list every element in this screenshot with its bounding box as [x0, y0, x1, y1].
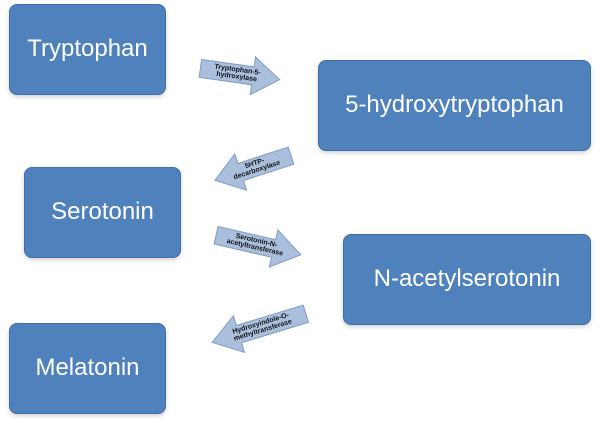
arrow-serotonin-n-acetyltransferase: Serotonin-N- acetyltransferase [212, 217, 305, 274]
node-tryptophan: Tryptophan [9, 4, 166, 95]
right-arrow-shape: Tryptophan-5- hydroxylase [198, 50, 283, 99]
right-arrow-shape: Serotonin-N- acetyltransferase [212, 217, 305, 274]
node-melatonin: Melatonin [9, 323, 166, 414]
left-arrow-shape: Hydroxyindole-O- methyltransferase [207, 296, 312, 361]
node-serotonin: Serotonin [24, 167, 181, 258]
node-label: Tryptophan [27, 35, 148, 63]
node-label: N-acetylserotonin [373, 265, 561, 293]
node-label: Melatonin [35, 354, 140, 382]
node-label: Serotonin [51, 198, 154, 226]
arrow-right-icon [213, 225, 302, 268]
enzyme-label: 5HTP- decarboxylase [232, 156, 282, 182]
arrow-tryptophan-5-hydroxylase: Tryptophan-5- hydroxylase [198, 50, 283, 99]
arrow-left-icon [211, 304, 310, 354]
node-label: 5-hydroxytryptophan [345, 91, 564, 119]
enzyme-label: Hydroxyindole-O- methyltransferase [231, 311, 293, 343]
enzyme-label: Tryptophan-5- hydroxylase [213, 63, 262, 84]
arrow-hydroxyindole-o-methyltransferase: Hydroxyindole-O- methyltransferase [207, 296, 312, 361]
arrow-left-icon [214, 146, 295, 191]
enzyme-label: Serotonin-N- acetyltransferase [225, 232, 284, 258]
node-n-acetylserotonin: N-acetylserotonin [343, 234, 591, 325]
node-5-hydroxytryptophan: 5-hydroxytryptophan [318, 60, 591, 151]
arrow-right-icon [198, 55, 281, 96]
arrow-5htp-decarboxylase: 5HTP- decarboxylase [209, 138, 297, 199]
left-arrow-shape: 5HTP- decarboxylase [209, 138, 297, 199]
